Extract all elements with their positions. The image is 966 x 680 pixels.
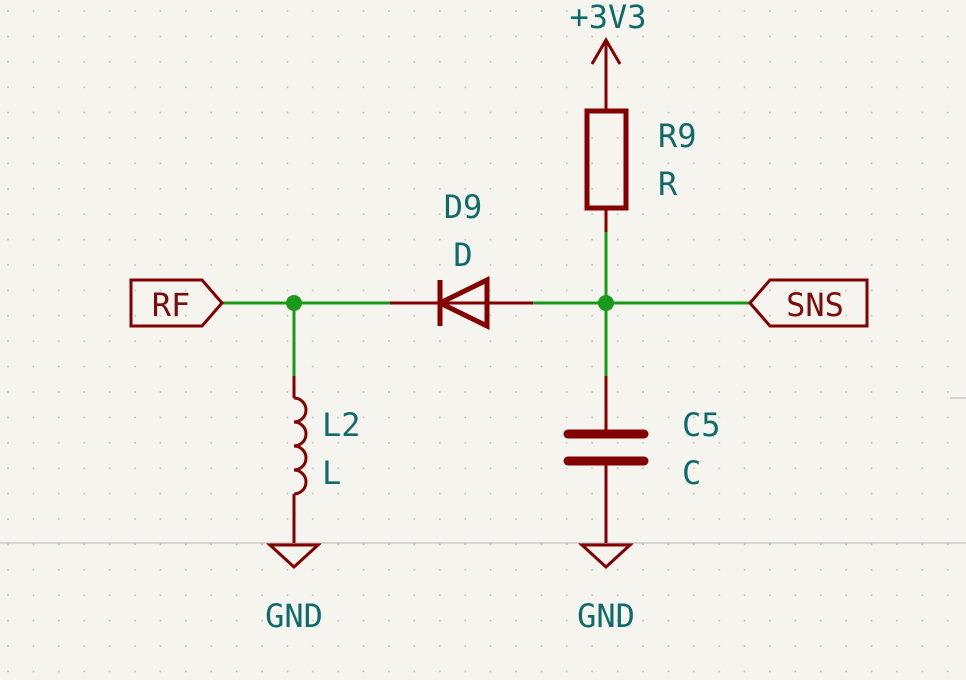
capacitor-ref: C5	[682, 406, 721, 444]
inductor-l2[interactable]: L2 L	[292, 376, 361, 543]
port-rf[interactable]: RF	[129, 278, 224, 328]
resistor-ref: R9	[658, 117, 697, 155]
power-symbol-3v3[interactable]: +3V3	[569, 0, 647, 110]
inductor-coil-icon	[293, 396, 308, 496]
ground-symbol-left[interactable]: GND	[265, 543, 323, 635]
resistor-value: R	[658, 165, 678, 203]
diode-ref: D9	[444, 188, 483, 226]
power-arrow-icon	[590, 37, 622, 65]
ground-label: GND	[577, 597, 635, 635]
ground-icon	[578, 543, 634, 570]
capacitor-c5[interactable]: C5 C	[563, 376, 721, 543]
capacitor-value: C	[682, 454, 701, 492]
inductor-value: L	[322, 454, 341, 492]
resistor-r9[interactable]: R9 R	[584, 108, 697, 232]
diode-d9[interactable]: D9 D	[390, 188, 533, 331]
ground-label: GND	[265, 597, 323, 635]
ground-icon	[266, 543, 322, 570]
port-rf-label: RF	[152, 286, 191, 324]
power-label: +3V3	[569, 0, 646, 36]
diode-triangle-icon	[434, 275, 490, 331]
diode-value: D	[453, 236, 472, 274]
port-sns[interactable]: SNS	[748, 278, 869, 328]
port-sns-label: SNS	[786, 286, 844, 324]
port-sns-shape	[748, 278, 869, 328]
ground-symbol-right[interactable]: GND	[577, 543, 635, 635]
junction-dot-left[interactable]	[286, 295, 302, 311]
port-rf-shape	[129, 278, 224, 328]
junction-dot-right[interactable]	[598, 295, 614, 311]
inductor-ref: L2	[322, 406, 361, 444]
